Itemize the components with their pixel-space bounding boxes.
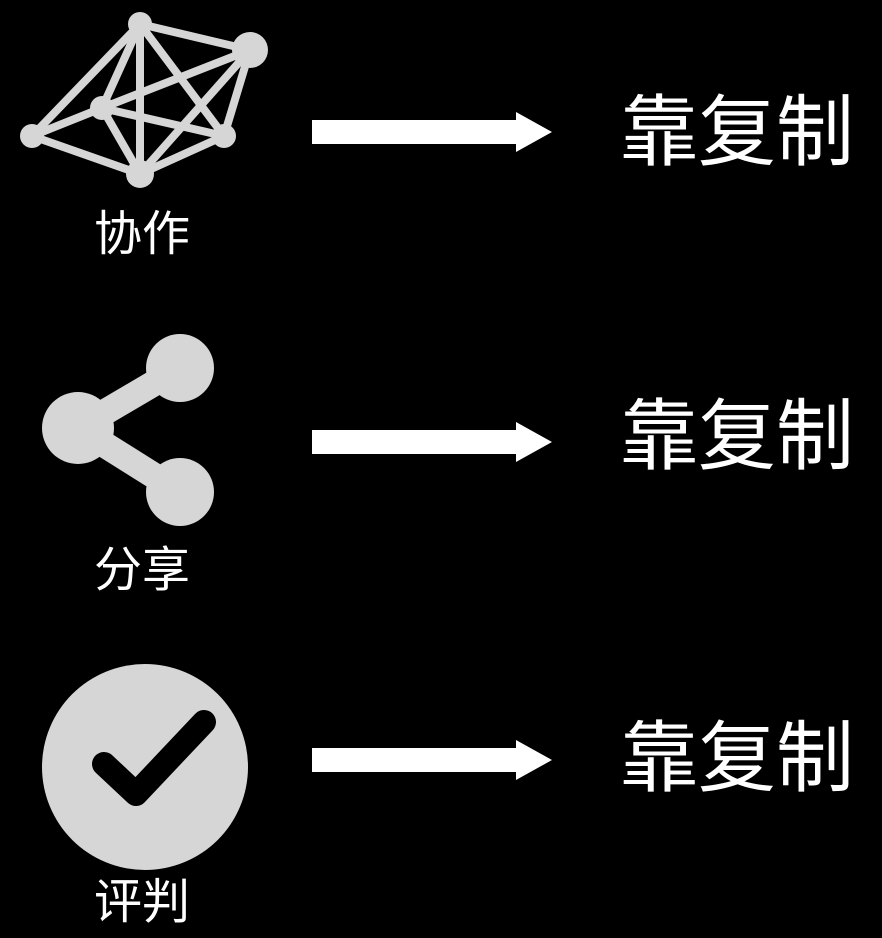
arrow-right-icon xyxy=(312,422,552,462)
result-judging: 靠复制 xyxy=(620,714,855,804)
label-collaboration: 协作 xyxy=(93,206,190,262)
result-sharing: 靠复制 xyxy=(620,392,855,482)
label-sharing: 分享 xyxy=(93,542,190,598)
check-circle-icon xyxy=(42,664,248,870)
label-judging: 评判 xyxy=(93,874,190,930)
arrow-right-icon xyxy=(312,112,552,152)
arrow-right-icon xyxy=(312,740,552,780)
result-collaboration: 靠复制 xyxy=(620,88,855,178)
network-icon xyxy=(20,12,268,188)
share-icon xyxy=(42,334,214,526)
